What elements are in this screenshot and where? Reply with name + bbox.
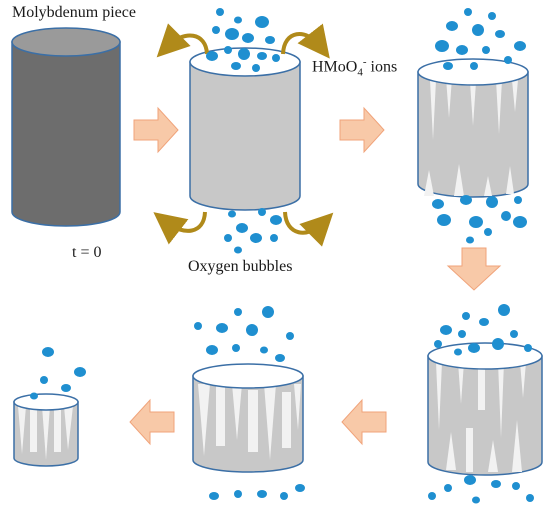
cylinder-intact bbox=[11, 27, 121, 227]
oxygen-bubble-icon bbox=[30, 8, 534, 504]
ion-suffix: ions bbox=[366, 58, 398, 76]
oxygen-bubbles-label: Oxygen bubbles bbox=[188, 258, 293, 275]
cylinder-stage-4 bbox=[427, 342, 543, 476]
ion-formula: HMoO bbox=[312, 58, 358, 76]
cylinder-stage-3 bbox=[417, 58, 529, 198]
curved-circulation-arrow-icon bbox=[153, 23, 334, 247]
cylinder-stage-2 bbox=[189, 47, 301, 211]
process-arrow-icon bbox=[129, 106, 502, 446]
molybdenum-piece-label: Molybdenum piece bbox=[12, 4, 136, 21]
ion-subscript: 4 bbox=[357, 66, 363, 79]
ion-label: HMoO4- ions bbox=[312, 56, 397, 79]
time-zero-label: t = 0 bbox=[72, 244, 102, 261]
cylinder-stage-5 bbox=[192, 363, 304, 473]
cylinder-stage-6 bbox=[13, 393, 79, 467]
ion-superscript: - bbox=[362, 56, 367, 68]
